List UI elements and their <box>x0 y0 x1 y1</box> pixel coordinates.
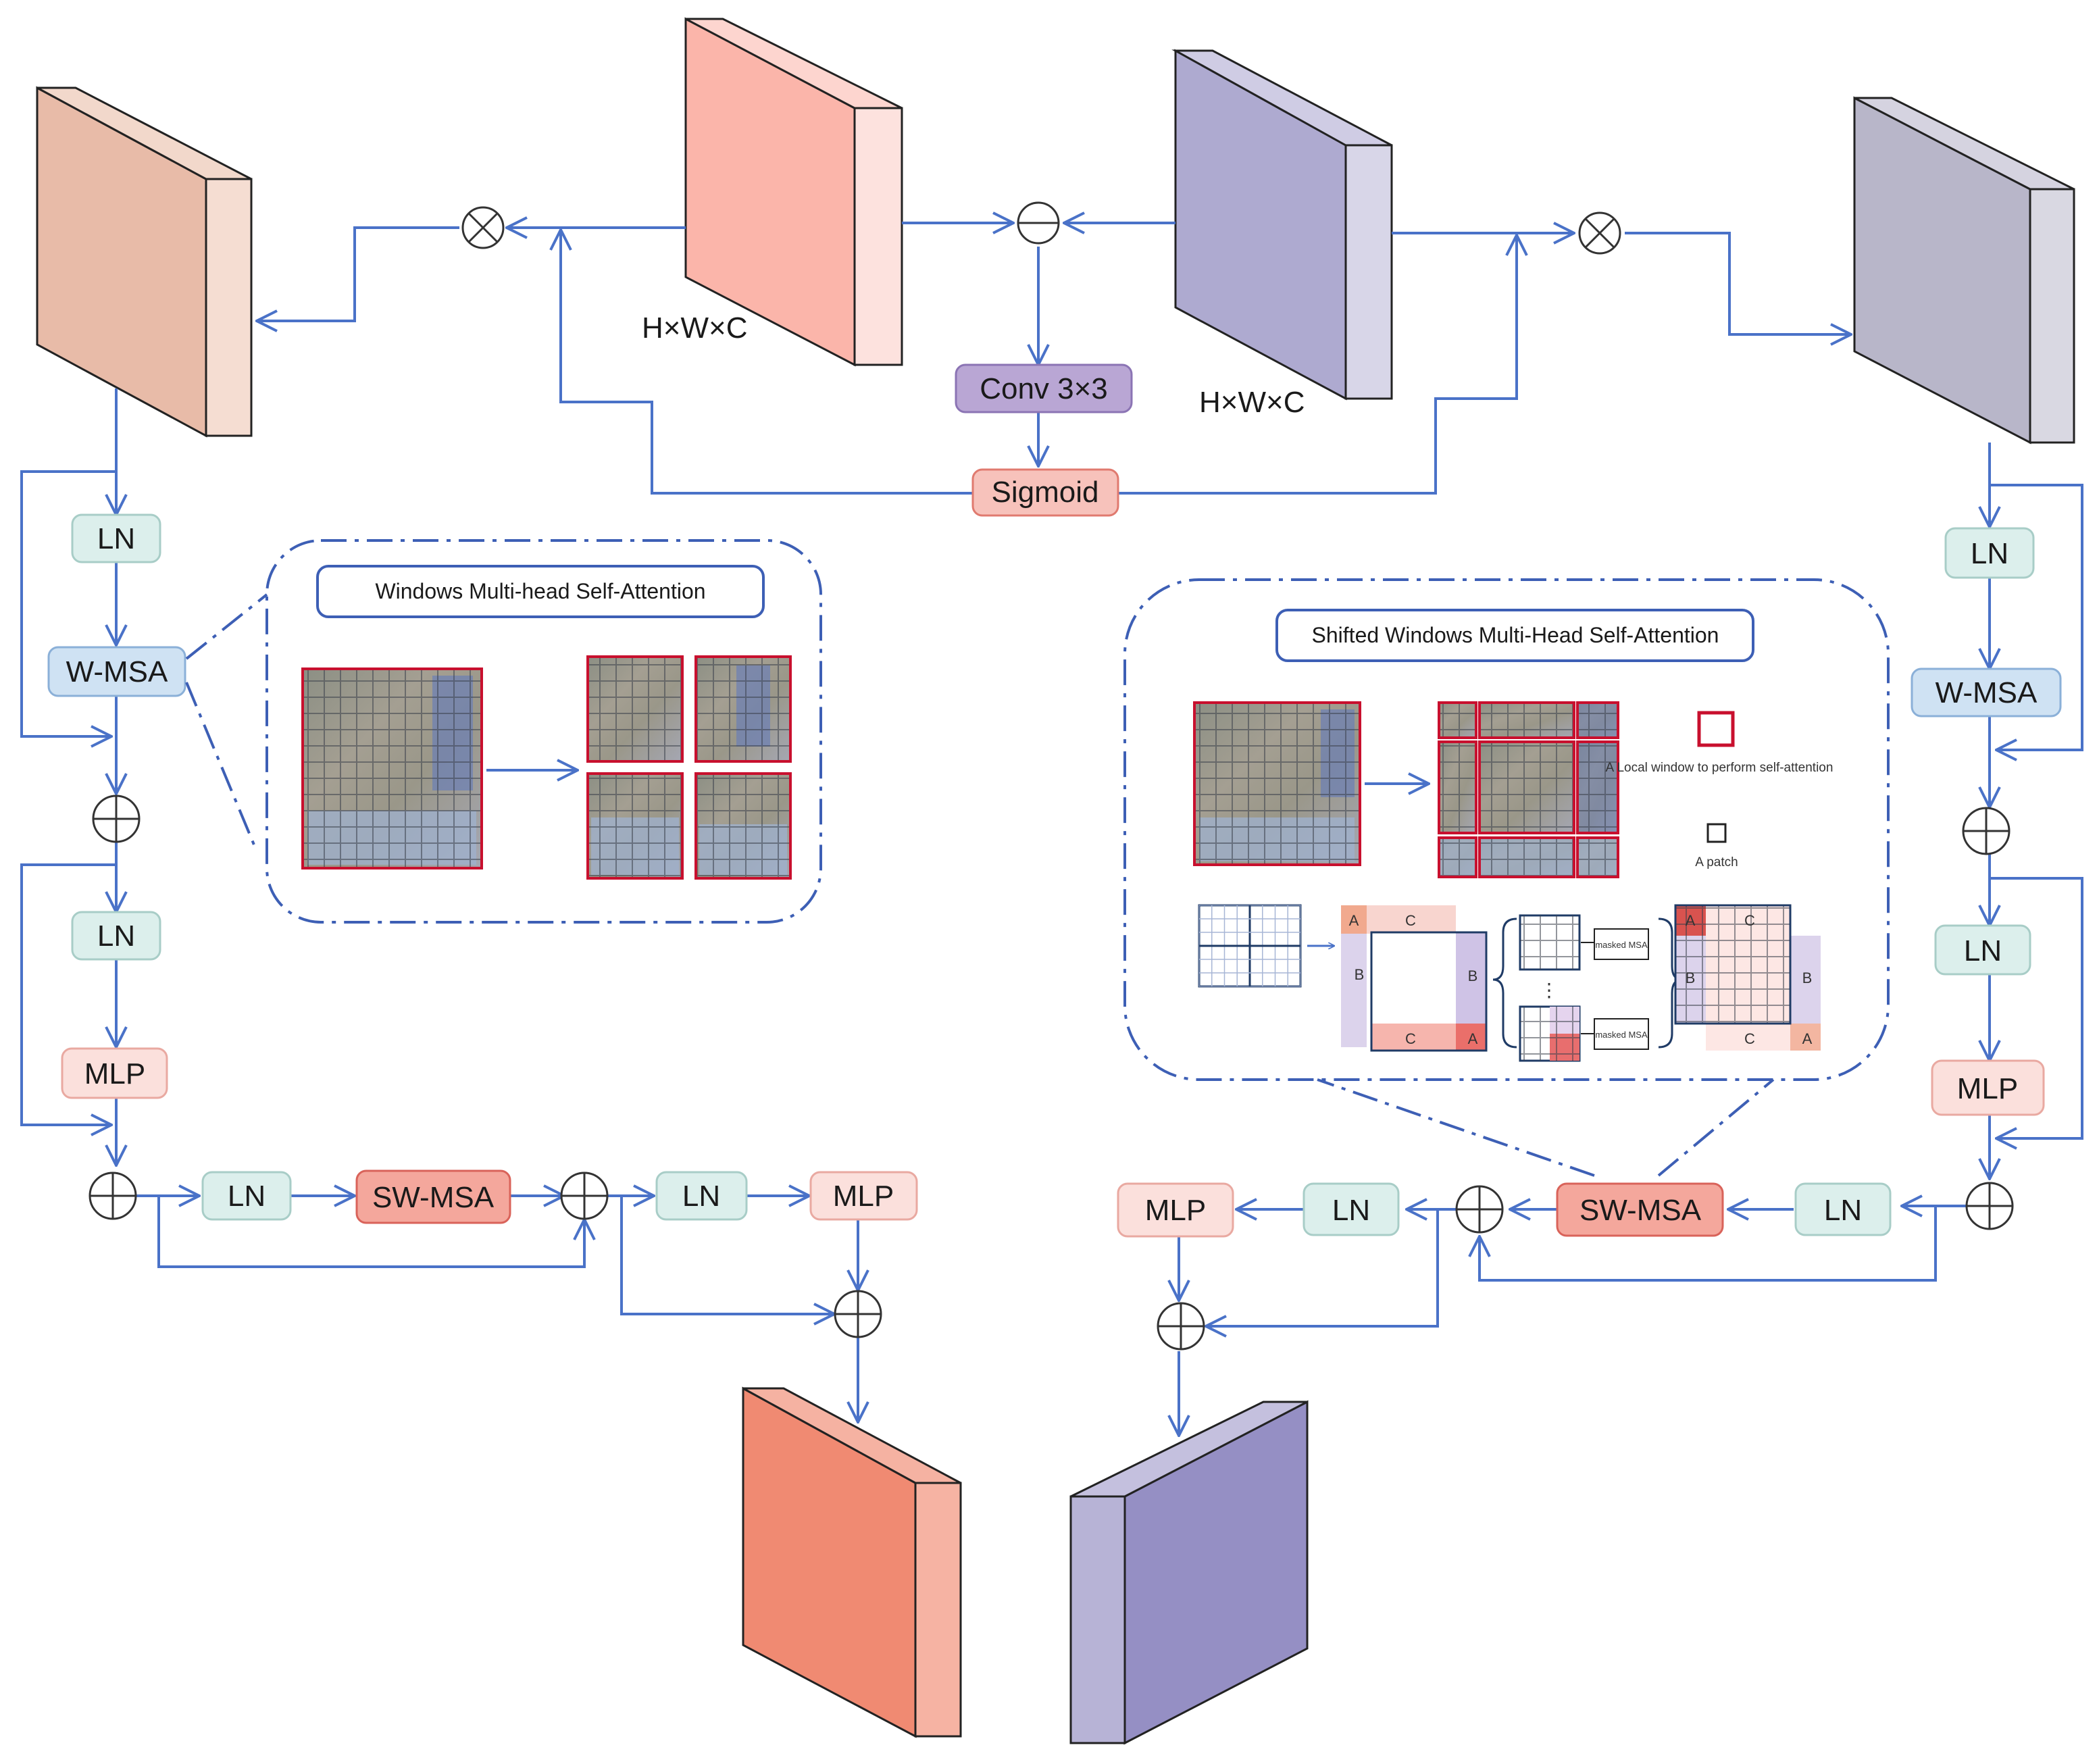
letter-a-rbottom: A <box>1802 1030 1813 1047</box>
masked-msa-group: ⋮ masked MSA masked MSA <box>1492 914 1683 1062</box>
legend-window-label: A Local window to perform self-attention <box>1606 761 1834 775</box>
callout-left-title: Windows Multi-head Self-Attention <box>375 579 705 603</box>
callout-right-title: Shifted Windows Multi-Head Self-Attentio… <box>1312 623 1719 647</box>
ln-label: LN <box>97 522 135 555</box>
aerial-image-full <box>301 667 483 870</box>
plus-right-1 <box>1962 807 2011 855</box>
letter-c-bottom: C <box>1405 1030 1416 1047</box>
letter-a-top: A <box>1349 912 1359 929</box>
tensor-left-input <box>36 86 253 438</box>
ln-left-4: LN <box>655 1171 748 1221</box>
ln-right-2: LN <box>1934 924 2031 976</box>
plus-right-2 <box>1965 1182 2014 1230</box>
sigmoid-label: Sigmoid <box>992 476 1099 509</box>
otimes-right <box>1578 211 1621 255</box>
tensor-output-purple <box>1069 1400 1309 1745</box>
plus-left-4 <box>834 1290 882 1338</box>
letter-a-bottom: A <box>1468 1030 1478 1047</box>
minus-operator <box>1017 201 1060 245</box>
mlp-label: MLP <box>833 1180 894 1213</box>
shift-grid-plain <box>1198 904 1302 988</box>
ln-label: LN <box>1824 1194 1862 1227</box>
ln-label: LN <box>228 1180 265 1213</box>
ln-left-2: LN <box>71 911 161 961</box>
swmsa-label: SW-MSA <box>372 1181 495 1214</box>
ln-label: LN <box>1964 934 2002 967</box>
right-branch-connections <box>1179 443 2083 1436</box>
plus-right-3 <box>1455 1185 1504 1234</box>
aerial-image-full-shift <box>1193 701 1361 866</box>
plus-left-3 <box>560 1171 609 1220</box>
wmsa-left: W-MSA <box>47 646 186 697</box>
dots: ⋮ <box>1540 980 1559 1001</box>
ln-right-3: LN <box>1794 1182 1892 1236</box>
letter-b-rleft: B <box>1686 969 1696 986</box>
sigmoid-box: Sigmoid <box>971 468 1119 517</box>
masked-msa-label: masked MSA <box>1595 940 1648 950</box>
aerial-windows-2x2 <box>586 655 792 880</box>
left-branch-connections <box>20 388 858 1422</box>
ln-left-3: LN <box>201 1171 292 1221</box>
letter-c-rtop: C <box>1744 912 1755 929</box>
letter-b-rright: B <box>1802 969 1813 986</box>
letter-b-left: B <box>1355 966 1365 983</box>
plus-right-4 <box>1157 1302 1205 1351</box>
mlp-label: MLP <box>84 1057 145 1090</box>
conv-label: Conv 3×3 <box>980 372 1108 405</box>
tensor-center-purple <box>1171 49 1393 401</box>
tensor-output-red <box>742 1386 962 1738</box>
otimes-left <box>461 206 505 249</box>
legend-patch-label: A patch <box>1695 855 1738 870</box>
aerial-windows-3x3 <box>1438 701 1619 878</box>
ln-left-1: LN <box>71 513 161 563</box>
shift-grid-reverse: A C B B C A <box>1674 904 1821 1051</box>
swmsa-right: SW-MSA <box>1556 1182 1724 1237</box>
plus-left-1 <box>92 795 141 843</box>
tensor-right-input <box>1853 96 2075 445</box>
letter-c-rbottom: C <box>1744 1030 1755 1047</box>
tensor-center-red <box>684 17 903 367</box>
swmsa-left: SW-MSA <box>355 1169 511 1224</box>
ln-right-1: LN <box>1944 527 2035 579</box>
masked-msa-label: masked MSA <box>1595 1030 1648 1040</box>
ln-label: LN <box>1332 1194 1370 1227</box>
callout-left: Windows Multi-head Self-Attention <box>185 539 822 924</box>
wmsa-label: W-MSA <box>66 655 168 688</box>
ln-label: LN <box>97 919 135 953</box>
mlp-label: MLP <box>1957 1072 2018 1105</box>
conv-3x3-box: Conv 3×3 <box>955 363 1133 413</box>
letter-a-rtop: A <box>1686 912 1696 929</box>
wmsa-label: W-MSA <box>1936 676 2038 709</box>
mlp-right-2: MLP <box>1117 1182 1234 1238</box>
dim-label-right: H×W×C <box>1199 386 1305 419</box>
swmsa-label: SW-MSA <box>1579 1194 1702 1227</box>
mlp-right-1: MLP <box>1931 1059 2045 1116</box>
mlp-left-2: MLP <box>809 1171 918 1221</box>
top-connections <box>257 223 1851 495</box>
ln-right-4: LN <box>1303 1182 1400 1236</box>
ln-label: LN <box>682 1180 720 1213</box>
shift-grid-cyclic: A C B B C A <box>1341 905 1488 1052</box>
ln-label: LN <box>1971 537 2008 570</box>
mlp-left-1: MLP <box>61 1047 168 1099</box>
letter-c-top: C <box>1405 912 1416 929</box>
legend-patch: A patch <box>1695 823 1738 870</box>
mlp-label: MLP <box>1145 1194 1206 1227</box>
legend-window: A Local window to perform self-attention <box>1606 711 1834 775</box>
callout-right: Shifted Windows Multi-Head Self-Attentio… <box>1123 578 1890 1177</box>
letter-b-right: B <box>1468 967 1478 984</box>
wmsa-right: W-MSA <box>1911 667 2062 717</box>
dim-label-left: H×W×C <box>642 311 747 345</box>
plus-left-2 <box>88 1171 137 1220</box>
